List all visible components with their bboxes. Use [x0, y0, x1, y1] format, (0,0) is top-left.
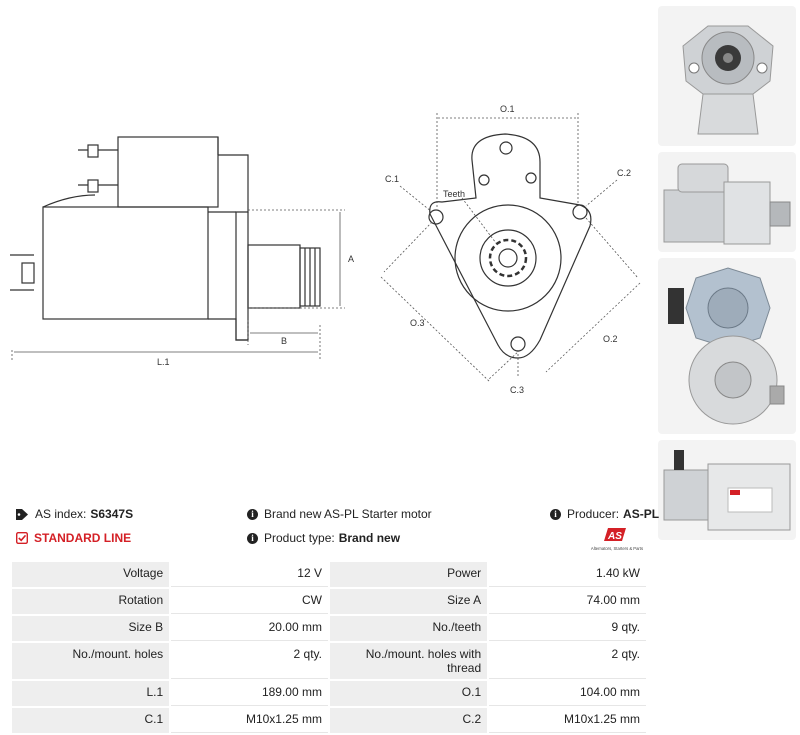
spec-value: M10x1.25 mm — [489, 708, 646, 733]
producer-line: i Producer: AS-PL — [550, 507, 659, 521]
spec-key: Rotation — [12, 589, 170, 614]
producer-value: AS-PL — [623, 507, 660, 521]
pinion-teeth — [488, 238, 528, 278]
product-description: Brand new AS-PL Starter motor — [264, 507, 432, 521]
spec-value: 20.00 mm — [171, 616, 328, 641]
product-type-label: Product type: — [264, 531, 335, 545]
dim-label-c3: C.3 — [510, 385, 524, 395]
pinion-shaft — [247, 244, 301, 309]
spec-key: C.2 — [329, 708, 488, 733]
asp-logo: AS Alternators, Starters & Parts — [591, 528, 643, 551]
terminal-stud — [21, 262, 35, 284]
spec-key: Size B — [12, 616, 170, 641]
spec-key: Voltage — [12, 562, 170, 587]
product-photo-front[interactable] — [658, 6, 796, 146]
spec-key: No./teeth — [329, 616, 488, 641]
logo-mark: AS — [607, 531, 622, 542]
product-type-line: i Product type: Brand new — [247, 531, 400, 545]
tag-icon — [16, 508, 28, 520]
motor-body — [42, 206, 209, 320]
front-dimensions — [380, 113, 641, 383]
flange-outline — [429, 133, 592, 359]
dim-label-o2: O.2 — [603, 334, 618, 344]
description-line: i Brand new AS-PL Starter motor — [247, 507, 432, 521]
dim-label-o3: O.3 — [410, 318, 425, 328]
spec-value: M10x1.25 mm — [171, 708, 328, 733]
info-icon: i — [247, 532, 258, 544]
spec-key: C.1 — [12, 708, 170, 733]
info-icon: i — [550, 508, 561, 520]
technical-drawing: A B L.1 O.1 C.1 C.2 Teeth O.3 O.2 C.3 — [10, 104, 641, 395]
spec-value: 74.00 mm — [489, 589, 646, 614]
product-photo-label[interactable] — [658, 440, 796, 540]
spec-key: Size A — [329, 589, 488, 614]
spec-key: L.1 — [12, 681, 170, 706]
product-type-value: Brand new — [338, 531, 401, 545]
mount-hole-c3 — [510, 336, 526, 352]
info-icon: i — [247, 508, 258, 520]
producer-label: Producer: — [567, 507, 620, 521]
product-photo-top[interactable] — [658, 258, 796, 434]
front-view — [428, 133, 592, 359]
dim-label-c1: C.1 — [385, 174, 399, 184]
standard-line-badge: STANDARD LINE — [16, 531, 131, 545]
spec-value: 2 qty. — [171, 643, 328, 679]
spec-value: 104.00 mm — [489, 681, 646, 706]
spec-key: O.1 — [329, 681, 488, 706]
spec-value: 2 qty. — [489, 643, 646, 679]
as-index-label: AS index: — [35, 507, 87, 521]
side-dimensions — [11, 209, 345, 360]
mount-hole-c2 — [572, 204, 588, 220]
dim-label-c2: C.2 — [617, 168, 631, 178]
dim-label-teeth: Teeth — [443, 189, 465, 199]
mount-hole-c1 — [428, 209, 444, 225]
solenoid-body — [117, 136, 219, 208]
dim-label-o1: O.1 — [500, 104, 515, 114]
checkbox-checked-icon — [16, 532, 28, 544]
spec-key: No./mount. holes with thread — [329, 643, 488, 679]
spec-key: Power — [329, 562, 488, 587]
as-index-line: AS index: S6347S — [16, 507, 133, 521]
nose-housing — [454, 204, 562, 312]
logo-tagline: Alternators, Starters & Parts — [591, 546, 643, 551]
dim-label-a: A — [348, 254, 354, 264]
as-index-value: S6347S — [90, 507, 134, 521]
spec-value: 189.00 mm — [171, 681, 328, 706]
side-view — [10, 136, 321, 341]
product-photo-side[interactable] — [658, 152, 796, 252]
dim-label-l1: L.1 — [157, 357, 170, 367]
standard-line-text: STANDARD LINE — [34, 531, 132, 545]
dim-label-b: B — [281, 336, 287, 346]
spec-value: CW — [171, 589, 328, 614]
spec-key: No./mount. holes — [12, 643, 170, 679]
spec-value: 1.40 kW — [489, 562, 646, 587]
spec-value: 9 qty. — [489, 616, 646, 641]
housing-outline — [218, 154, 249, 341]
spec-value: 12 V — [171, 562, 328, 587]
